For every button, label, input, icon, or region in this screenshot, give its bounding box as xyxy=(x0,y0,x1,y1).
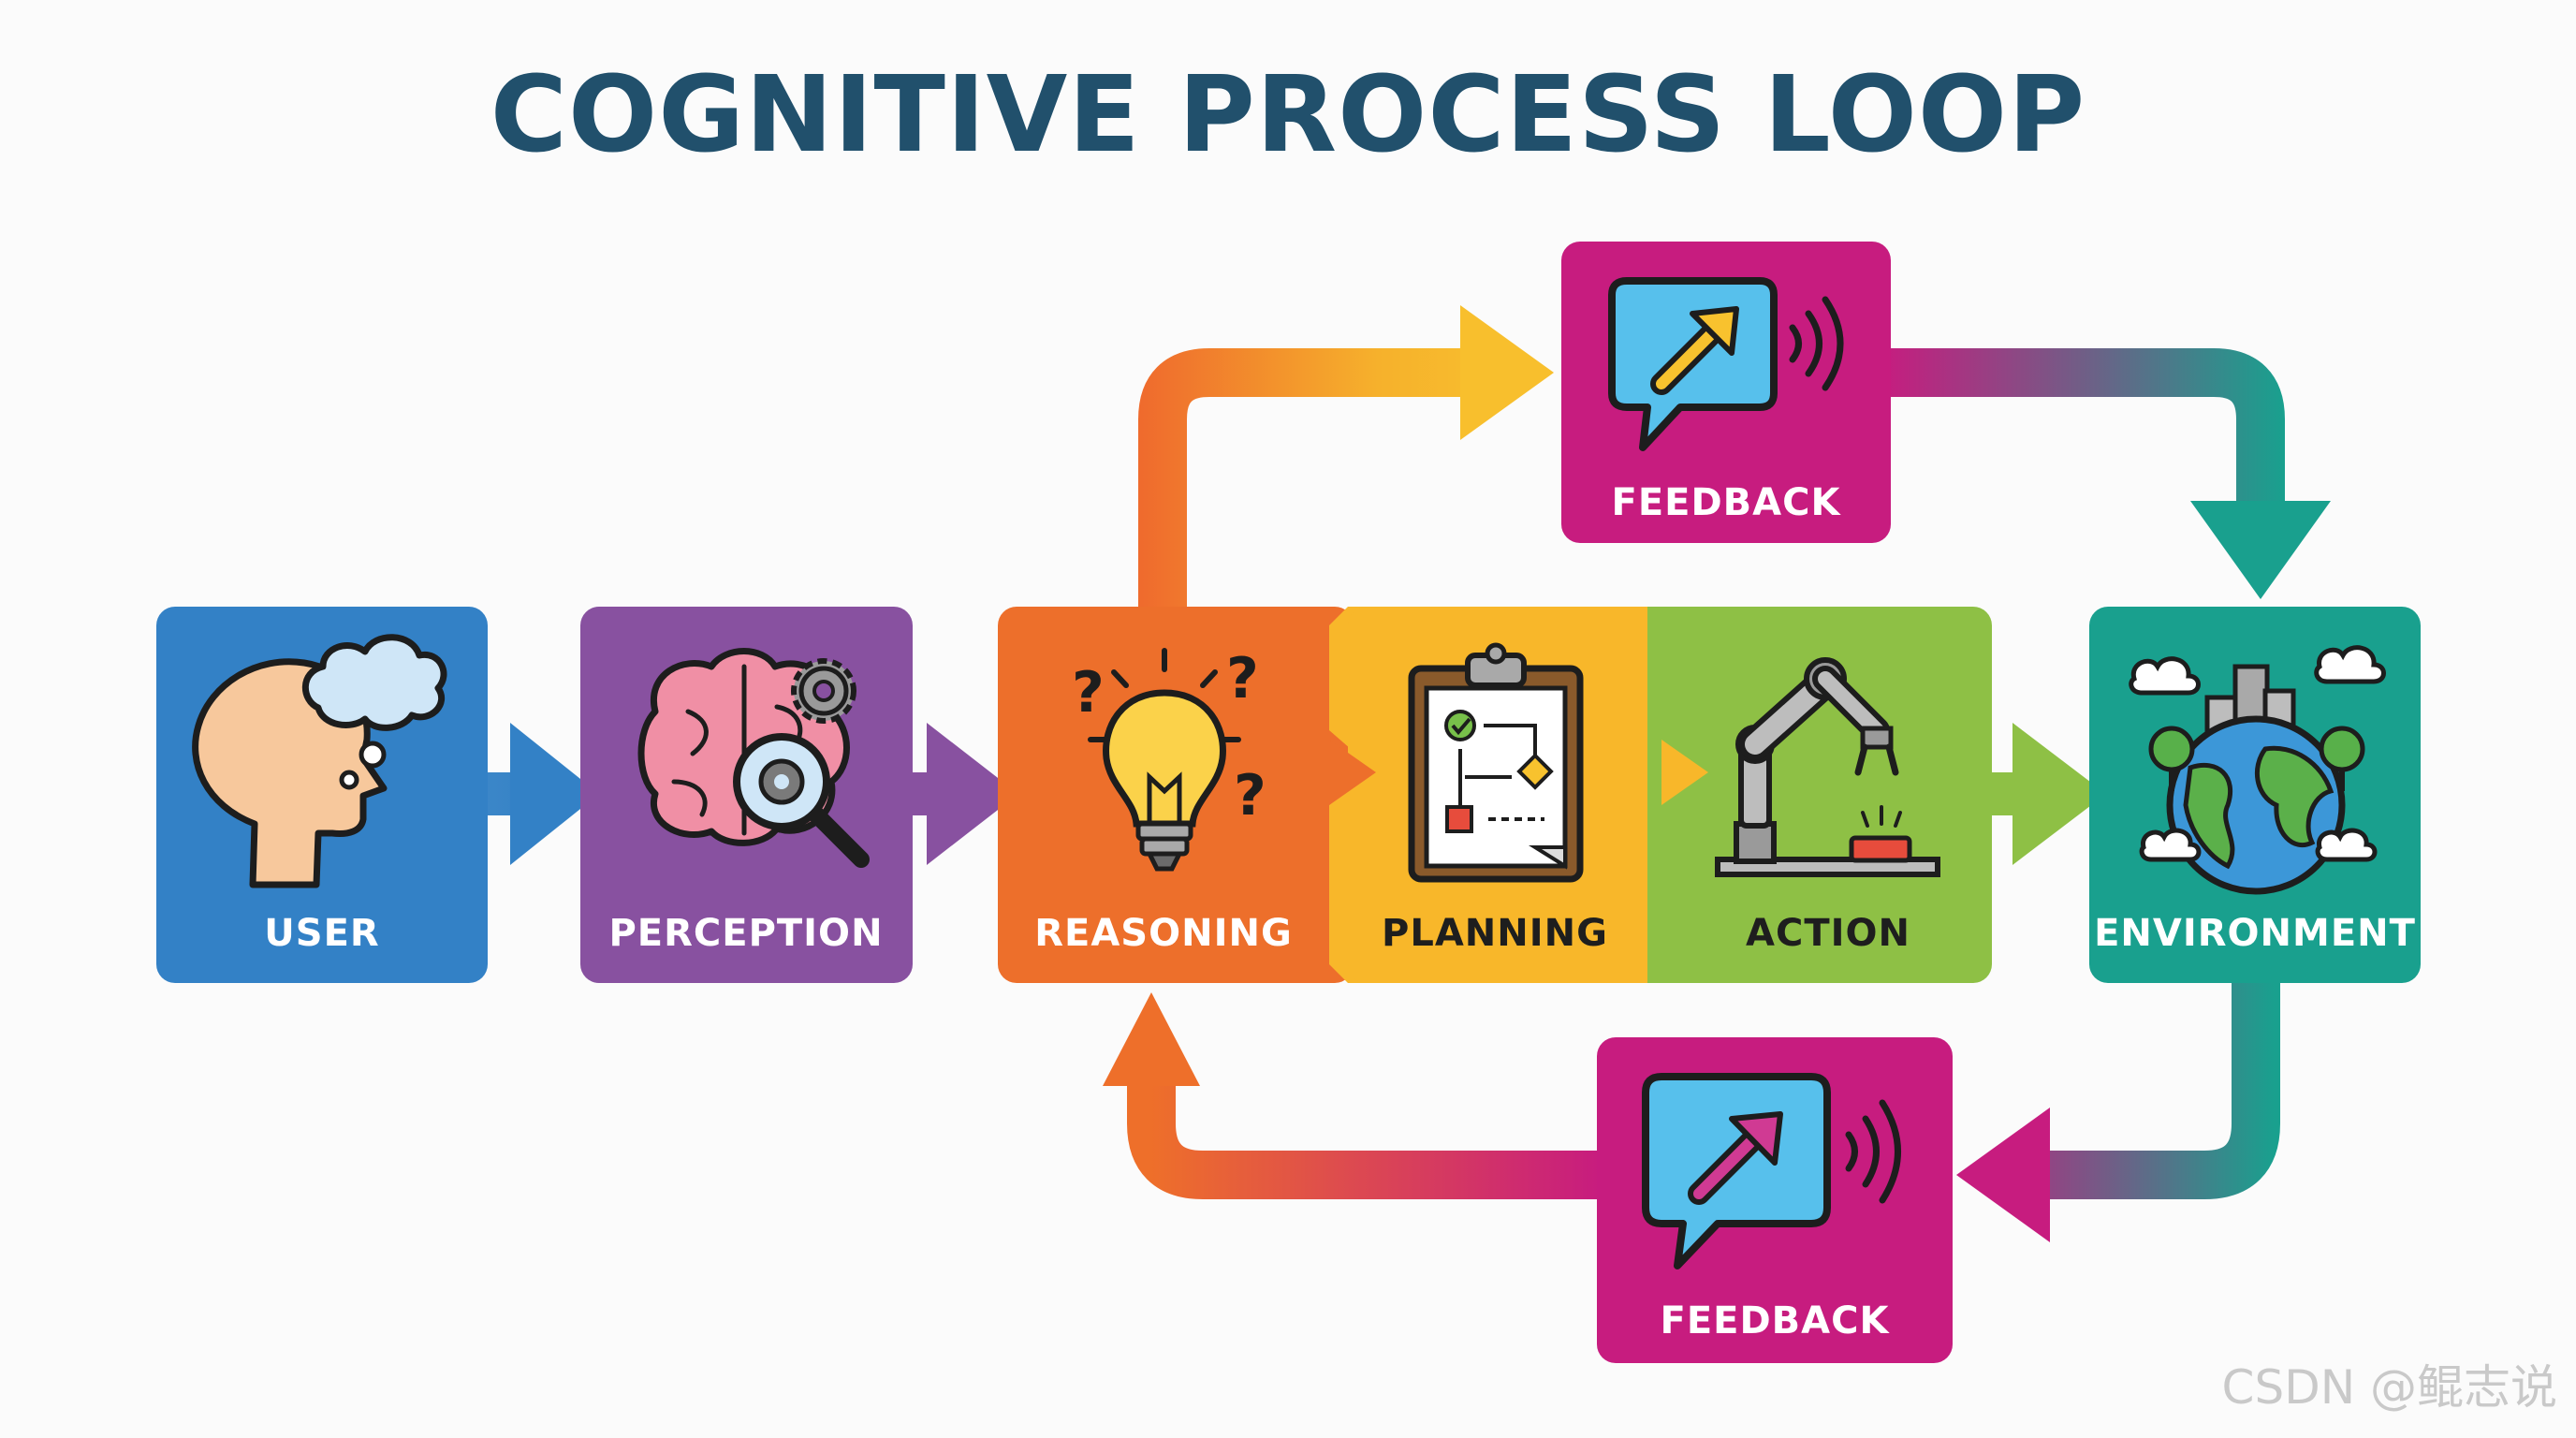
node-user-label: USER xyxy=(264,912,379,955)
node-environment: ENVIRONMENT xyxy=(2089,607,2421,983)
connector-feedback-to-reasoning xyxy=(1127,1067,1601,1199)
node-action: ACTION xyxy=(1647,607,1992,983)
question-mark-icon: ? xyxy=(1072,660,1105,726)
arrowhead-to-environment xyxy=(2190,501,2331,599)
lightbulb-icon: ? ? ? xyxy=(1072,646,1266,872)
arrow-action-to-environment xyxy=(1984,723,2106,865)
node-planning-label: PLANNING xyxy=(1382,912,1608,955)
node-feedback-top-label: FEEDBACK xyxy=(1612,481,1842,524)
node-feedback-bottom-label: FEEDBACK xyxy=(1661,1299,1891,1343)
thinking-head-icon xyxy=(192,634,447,888)
gear-icon xyxy=(791,658,856,724)
connector-environment-to-feedback-bottom xyxy=(2012,983,2280,1199)
node-reasoning: ? ? ? REASONING xyxy=(998,607,1354,983)
arrow-user-to-perception xyxy=(485,723,599,865)
node-user: USER xyxy=(156,607,488,983)
connector-reasoning-to-feedback-top xyxy=(1138,348,1484,613)
arrowhead-to-feedback-bottom xyxy=(1956,1108,2050,1242)
magnifier-icon xyxy=(733,733,870,868)
node-reasoning-label: REASONING xyxy=(1034,912,1293,955)
earth-city-icon xyxy=(2129,645,2386,895)
node-planning: PLANNING xyxy=(1329,607,1676,983)
node-perception-label: PERCEPTION xyxy=(608,912,883,955)
node-environment-label: ENVIRONMENT xyxy=(2094,912,2416,955)
question-mark-icon: ? xyxy=(1234,763,1266,829)
speech-bubble-arrow-icon xyxy=(1608,277,1844,451)
question-mark-icon: ? xyxy=(1226,646,1259,712)
arrowhead-to-feedback-top xyxy=(1460,305,1554,440)
node-feedback-bottom: FEEDBACK xyxy=(1597,1037,1953,1363)
speech-bubble-arrow-icon xyxy=(1642,1073,1901,1269)
clipboard-checklist-icon xyxy=(1408,642,1584,883)
connector-feedback-to-environment xyxy=(1886,348,2285,510)
watermark: CSDN @鲲志说 xyxy=(2221,1360,2557,1415)
robot-arm-icon xyxy=(1715,657,1940,877)
arrow-perception-to-reasoning xyxy=(908,723,1018,865)
node-action-label: ACTION xyxy=(1746,912,1910,955)
node-feedback-top: FEEDBACK xyxy=(1561,242,1891,543)
page-title: COGNITIVE PROCESS LOOP xyxy=(490,54,2086,176)
brain-gear-magnifier-icon xyxy=(637,648,870,868)
arrowhead-to-reasoning xyxy=(1103,992,1200,1086)
node-perception: PERCEPTION xyxy=(580,607,913,983)
